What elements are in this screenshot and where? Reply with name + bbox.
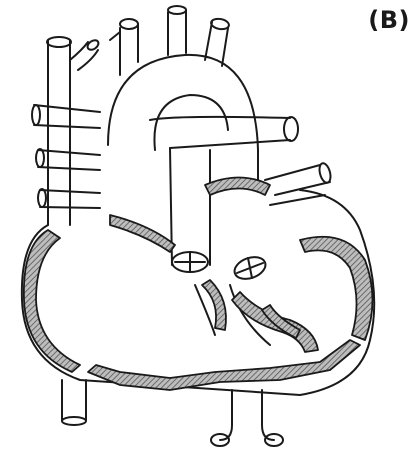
left-chamber-wall bbox=[24, 230, 80, 372]
panel-label: (B) bbox=[368, 6, 410, 34]
superior-vena-cava bbox=[48, 40, 70, 225]
right-ventricle-wall bbox=[300, 237, 373, 340]
bottom-chamber-wall bbox=[88, 340, 360, 390]
aortic-arch bbox=[108, 55, 258, 190]
pulmonary-artery bbox=[150, 117, 290, 148]
arch-branch-1 bbox=[120, 25, 138, 75]
brachiocephalic-branch bbox=[70, 42, 98, 70]
descending-aorta bbox=[220, 390, 274, 440]
pulmonary-vein-1 bbox=[34, 105, 100, 128]
pulmonary-trunk bbox=[170, 148, 210, 265]
trunk-wall bbox=[110, 215, 175, 252]
inferior-vena-cava bbox=[62, 380, 86, 420]
svc-opening bbox=[47, 37, 71, 47]
arch-branch-2 bbox=[168, 10, 186, 55]
